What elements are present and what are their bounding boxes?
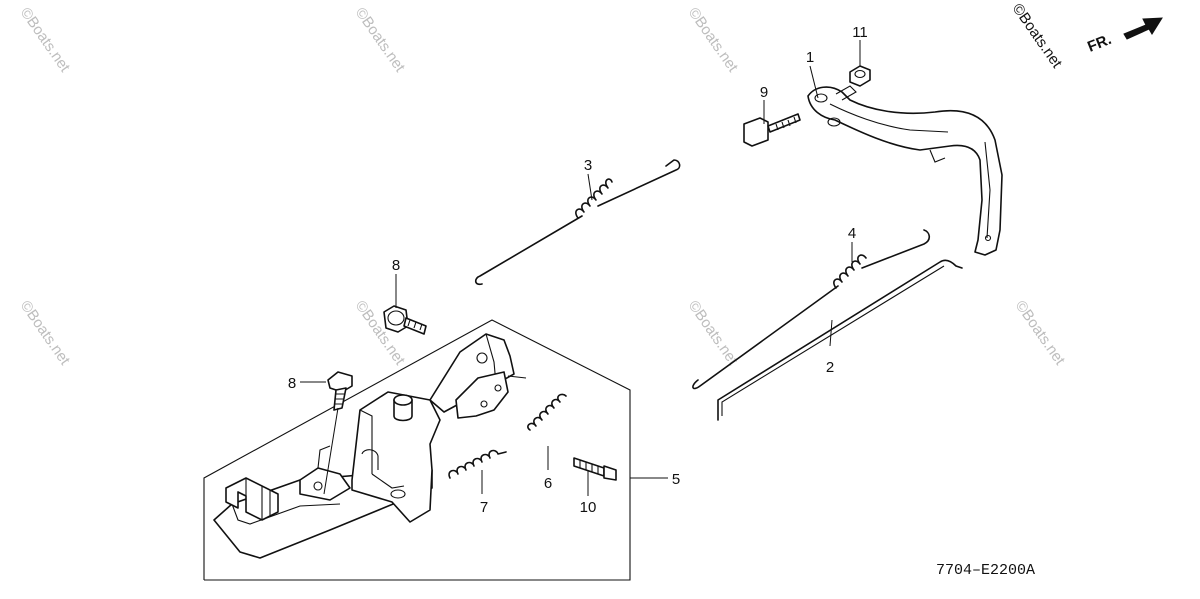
callout-3: 3 bbox=[584, 157, 592, 174]
part-2-rod bbox=[717, 259, 963, 421]
callout-5: 5 bbox=[672, 471, 680, 488]
part-5-assembly-frame bbox=[203, 319, 631, 581]
callout-1: 1 bbox=[806, 49, 814, 66]
callout-4: 4 bbox=[848, 225, 856, 242]
callout-labels: 1 2 3 4 5 6 7 8 8 9 10 11 bbox=[288, 24, 868, 516]
leader-lines bbox=[300, 40, 861, 496]
callout-8-left: 8 bbox=[288, 375, 296, 392]
part-8-bolt-upper bbox=[383, 305, 427, 335]
front-label: FR. bbox=[1085, 31, 1114, 56]
watermark: ©Boats.net bbox=[352, 5, 409, 76]
callout-10: 10 bbox=[580, 499, 597, 516]
watermark: ©Boats.net bbox=[17, 298, 74, 369]
front-arrow-icon bbox=[1123, 17, 1163, 40]
part-1-lever bbox=[807, 85, 1003, 256]
callout-11: 11 bbox=[852, 24, 868, 41]
part-5-base-assembly bbox=[213, 333, 527, 559]
part-8-bolt-left bbox=[327, 371, 353, 411]
watermark: ©Boats.net bbox=[685, 5, 742, 76]
drawing-code: 7704–E2200A bbox=[936, 562, 1035, 579]
callout-9: 9 bbox=[760, 84, 768, 101]
watermark: ©Boats.net bbox=[17, 5, 74, 76]
part-7-spring bbox=[448, 449, 507, 479]
callout-7: 7 bbox=[480, 499, 488, 516]
part-3-spring-rod bbox=[474, 159, 681, 286]
part-11-nut bbox=[849, 65, 871, 87]
copyright-text: ©Boats.net bbox=[1009, 1, 1066, 72]
callout-2: 2 bbox=[826, 359, 834, 376]
front-direction-indicator: FR. bbox=[1085, 17, 1163, 56]
watermark: ©Boats.net bbox=[685, 298, 742, 369]
part-10-bolt bbox=[573, 457, 617, 481]
part-4-spring-rod bbox=[692, 229, 931, 390]
watermark: ©Boats.net bbox=[1012, 298, 1069, 369]
callout-6: 6 bbox=[544, 475, 552, 492]
part-9-bolt bbox=[743, 113, 801, 147]
watermark-group: ©Boats.net ©Boats.net ©Boats.net ©Boats.… bbox=[17, 5, 1069, 369]
part-6-spring bbox=[527, 393, 567, 431]
callout-8-upper: 8 bbox=[392, 257, 400, 274]
